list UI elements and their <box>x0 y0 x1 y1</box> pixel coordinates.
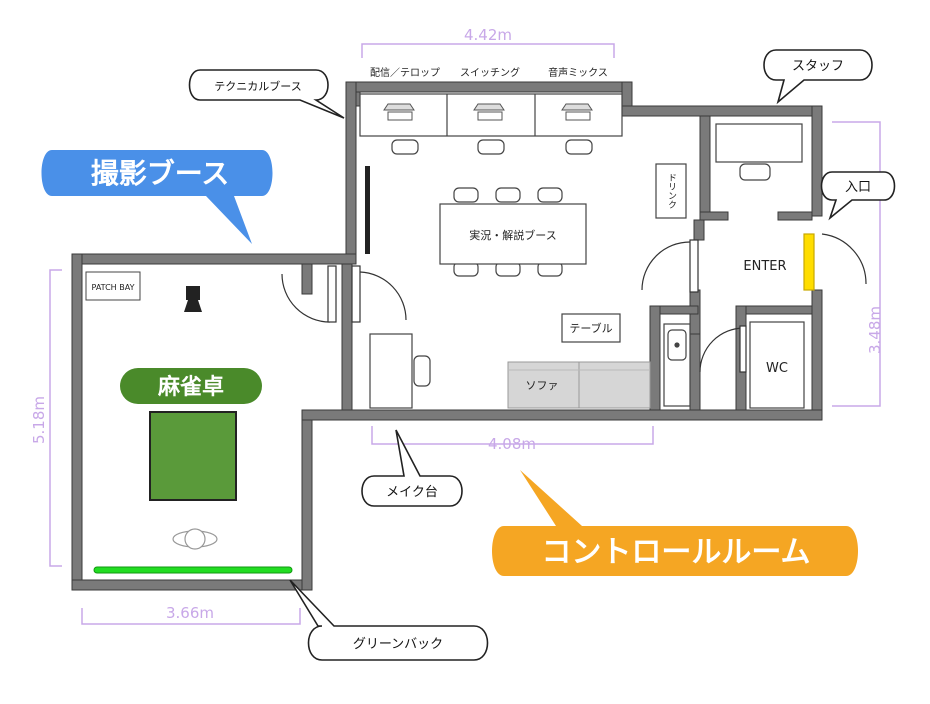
dimension-top: 4.42m <box>361 26 615 58</box>
dimension-bottom-mid: 4.08m <box>371 426 654 453</box>
dimension-left-label: 5.18m <box>30 396 48 444</box>
svg-text:テクニカルブース: テクニカルブース <box>214 79 301 93</box>
wc-label: WC <box>766 361 788 376</box>
callout-green-back: グリーンバック <box>289 579 489 661</box>
door-booth <box>281 265 407 323</box>
svg-text:入口: 入口 <box>845 180 871 195</box>
dimension-bottom-left: 3.66m <box>81 604 301 625</box>
dimension-left: 5.18m <box>30 269 62 567</box>
svg-text:メイク台: メイク台 <box>386 485 438 500</box>
ceiling-light-icon <box>172 528 218 550</box>
enter-label: ENTER <box>743 259 786 274</box>
dimension-bottom-left-label: 3.66m <box>166 604 214 622</box>
label-switching: スイッチング <box>460 66 520 79</box>
mahjong-banner-label: 麻雀卓 <box>157 374 224 400</box>
svg-text:スタッフ: スタッフ <box>792 59 844 74</box>
control-room-banner: コントロールルーム <box>492 470 858 576</box>
door-entrance <box>803 233 867 291</box>
callout-makeup-table: メイク台 <box>361 429 463 507</box>
mixer-icon <box>383 103 593 121</box>
dimension-top-label: 4.42m <box>464 26 512 44</box>
commentary-booth-label: 実況・解説ブース <box>469 228 556 242</box>
control-room-banner-label: コントロールルーム <box>541 535 810 570</box>
commentary-booth: 実況・解説ブース <box>439 203 587 265</box>
sofa: ソファ <box>507 361 651 409</box>
svg-text:グリーンバック: グリーンバック <box>353 637 443 652</box>
svg-text:PATCH BAY: PATCH BAY <box>92 283 135 292</box>
green-back <box>93 566 293 574</box>
patch-bay: PATCH BAY <box>85 271 141 301</box>
sink-icon <box>663 323 691 407</box>
callout-staff: スタッフ <box>763 49 873 105</box>
wc-room: WC <box>749 321 805 409</box>
sofa-label: ソファ <box>526 379 559 392</box>
chair-icons <box>391 139 771 387</box>
mahjong-table <box>149 411 237 501</box>
makeup-desk <box>369 333 413 409</box>
table-label: テーブル <box>569 321 612 335</box>
label-audio-mix: 音声ミックス <box>548 66 608 79</box>
mahjong-banner: 麻雀卓 <box>120 368 262 404</box>
callout-entrance: 入口 <box>820 171 896 221</box>
dimension-bottom-mid-label: 4.08m <box>488 435 536 453</box>
dimension-right-label: 3.48m <box>866 306 884 354</box>
door-control-enter <box>641 239 699 293</box>
door-wc <box>699 325 747 373</box>
table: テーブル <box>561 313 621 343</box>
wall-monitor <box>365 166 370 254</box>
drink-fridge: ドリンク <box>655 163 687 219</box>
label-streaming-telop: 配信／テロップ <box>370 67 440 79</box>
callout-technical-booth: テクニカルブース <box>188 69 345 119</box>
walls <box>71 81 823 591</box>
camera-icon <box>184 286 202 312</box>
studio-booth-banner-label: 撮影ブース <box>91 157 230 190</box>
staff-desk <box>715 123 803 163</box>
studio-booth-banner: 撮影ブース <box>41 150 273 244</box>
drink-label: ドリンク <box>666 173 676 209</box>
dimension-right: 3.48m <box>832 121 884 407</box>
